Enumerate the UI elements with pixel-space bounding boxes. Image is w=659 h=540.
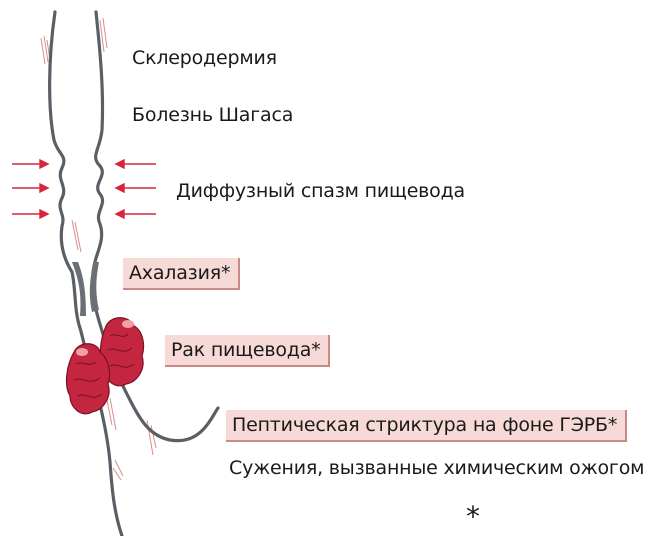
tumor-lower (67, 344, 110, 414)
left-wall (50, 12, 122, 536)
label-achalasia: Ахалазия* (123, 258, 240, 290)
label-chagas-disease: Болезнь Шагаса (132, 104, 293, 126)
label-diffuse-esophageal-spasm: Диффузный спазм пищевода (176, 180, 465, 202)
label-esophageal-cancer: Рак пищевода* (165, 335, 330, 367)
label-peptic-stricture-gerd: Пептическая стриктура на фоне ГЭРБ* (226, 410, 627, 442)
footnote-asterisk: * (466, 500, 480, 533)
label-chemical-burn-strictures: Сужения, вызванные химическим ожогом (229, 457, 644, 479)
spasm-arrows (12, 160, 156, 218)
label-scleroderma: Склеродермия (132, 47, 277, 69)
